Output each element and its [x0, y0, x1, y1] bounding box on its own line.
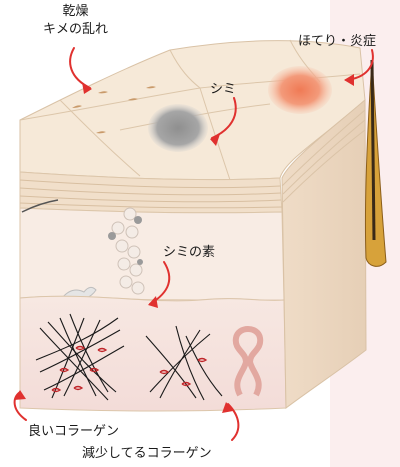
label-dryness-line2: キメの乱れ [43, 21, 108, 39]
upper-dermis [20, 208, 284, 300]
label-dryness: 乾燥 キメの乱れ [43, 3, 108, 39]
arrow-dryness [70, 48, 90, 88]
label-good-collagen: 良いコラーゲン [28, 424, 119, 440]
spot-patch [148, 104, 208, 152]
label-spot: シミ [210, 82, 236, 98]
label-dryness-line1: 乾燥 [43, 3, 108, 21]
label-decreasing-collagen: 減少してるコラーゲン [82, 446, 212, 462]
label-flushing: ほてり・炎症 [298, 34, 376, 50]
flush-patch [268, 66, 332, 114]
hair-shaft [372, 60, 374, 240]
label-spot-seed: シミの素 [163, 245, 215, 261]
